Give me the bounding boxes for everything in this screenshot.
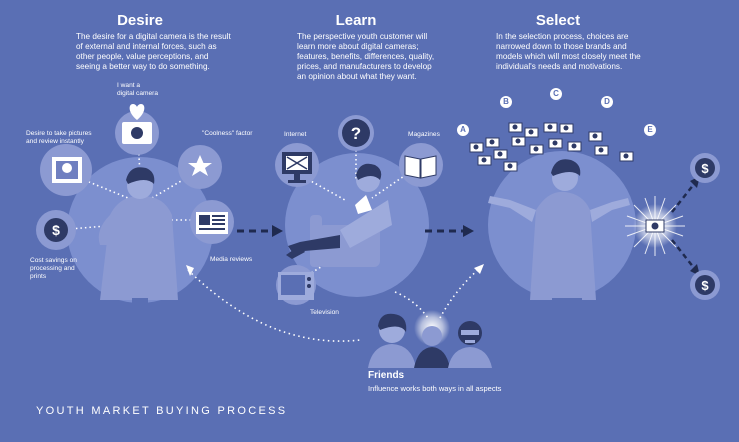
internet-label: Internet — [284, 131, 307, 138]
cost-savings-label: Cost savings on processing and prints — [30, 257, 77, 280]
question-bubble: ? — [338, 115, 374, 151]
friends-group — [368, 310, 492, 368]
camera-lenses — [473, 124, 629, 169]
choice-letter-c: C — [550, 88, 562, 100]
friends-arrow-head-2 — [474, 264, 484, 274]
friends-arrow-head-1 — [186, 265, 194, 276]
value-arrows — [671, 183, 695, 269]
learn-body: The perspective youth customer will lear… — [297, 32, 435, 81]
television-bubble — [276, 265, 316, 305]
picture-bubble — [40, 144, 92, 196]
learn-title: Learn — [335, 12, 377, 29]
coolness-label: "Coolness" factor — [202, 130, 253, 137]
magazines-bubble — [399, 143, 443, 187]
svg-text:$: $ — [52, 222, 60, 238]
savings-bubble: $ — [36, 210, 76, 250]
arrow-head-learn-select — [463, 225, 474, 237]
heart-icon — [129, 104, 145, 120]
select-title: Select — [535, 12, 581, 29]
star-icon — [188, 155, 212, 176]
svg-text:$: $ — [701, 278, 709, 293]
television-label: Television — [310, 309, 339, 316]
svg-text:$: $ — [701, 161, 709, 176]
chosen-camera-burst — [625, 196, 685, 256]
friends-title: Friends — [368, 370, 405, 381]
arrow-head-desire-learn — [272, 225, 283, 237]
book-icon — [404, 155, 437, 179]
internet-bubble — [275, 143, 319, 187]
take-pictures-label: Desire to take pictures and review insta… — [26, 130, 92, 145]
friends-caption: Influence works both ways in all aspects — [368, 384, 502, 393]
want-camera-label: I want a digital camera — [117, 82, 159, 97]
select-body: In the selection process, choices are na… — [496, 32, 641, 71]
learn-person — [286, 163, 392, 267]
choice-letter-d: D — [601, 96, 613, 108]
dollar-top: $ — [690, 153, 720, 183]
desire-title: Desire — [117, 12, 163, 29]
select-person — [488, 159, 630, 306]
coolness-bubble — [178, 145, 222, 189]
media-reviews-label: Media reviews — [210, 256, 253, 263]
desire-person — [98, 167, 178, 306]
dollar-icon — [695, 275, 715, 295]
friends-influence-arrows — [187, 267, 481, 342]
choice-letter-b: B — [500, 96, 512, 108]
media-reviews-bubble — [190, 200, 234, 244]
svg-text:?: ? — [351, 124, 361, 143]
want-camera-bubble — [115, 104, 159, 155]
learn-connectors — [299, 150, 411, 281]
dollar-icon — [44, 218, 68, 242]
desire-body: The desire for a digital camera is the r… — [76, 32, 231, 71]
diagram-footer-title: YOUTH MARKET BUYING PROCESS — [36, 405, 288, 417]
dollar-bottom: $ — [690, 270, 720, 300]
choice-letter-a: A — [457, 124, 469, 136]
choice-letter-e: E — [644, 124, 656, 136]
question-icon — [342, 119, 370, 147]
dollar-icon — [695, 158, 715, 178]
magazines-label: Magazines — [408, 131, 440, 138]
